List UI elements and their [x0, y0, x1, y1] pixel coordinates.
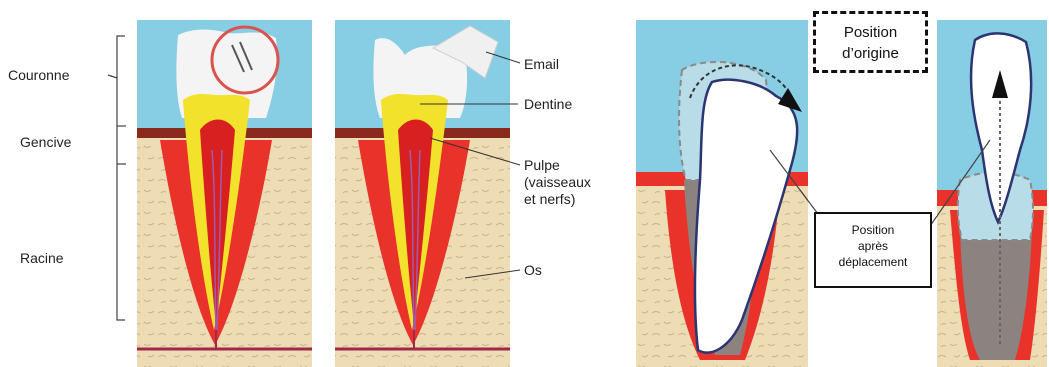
panel-4-extruded-tooth	[930, 20, 1047, 367]
origin-box-line1: Position	[816, 22, 925, 43]
label-pulpe-line1: Pulpe	[524, 157, 594, 174]
label-couronne: Couronne	[8, 67, 70, 84]
label-email: Email	[524, 56, 559, 73]
after-box-line2: après	[816, 238, 930, 254]
after-displacement-box: Position après déplacement	[814, 212, 932, 288]
label-pulpe: Pulpe (vaisseaux et nerfs)	[524, 157, 594, 208]
label-gencive: Gencive	[20, 134, 71, 151]
panel-1-healthy-tooth	[137, 20, 312, 367]
label-pulpe-line3: et nerfs)	[524, 191, 594, 208]
label-pulpe-line2: (vaisseaux	[524, 174, 594, 191]
panel-2-fractured-tooth	[335, 20, 510, 367]
after-box-line3: déplacement	[816, 254, 930, 270]
origin-box-line2: d’origine	[816, 43, 925, 64]
anatomy-bracket	[108, 36, 126, 320]
after-box-line1: Position	[816, 222, 930, 238]
label-os: Os	[524, 262, 542, 279]
panel-3-displaced-tooth	[636, 20, 818, 367]
label-racine: Racine	[20, 250, 64, 267]
origin-position-box: Position d’origine	[813, 11, 928, 73]
label-dentine: Dentine	[524, 96, 572, 113]
